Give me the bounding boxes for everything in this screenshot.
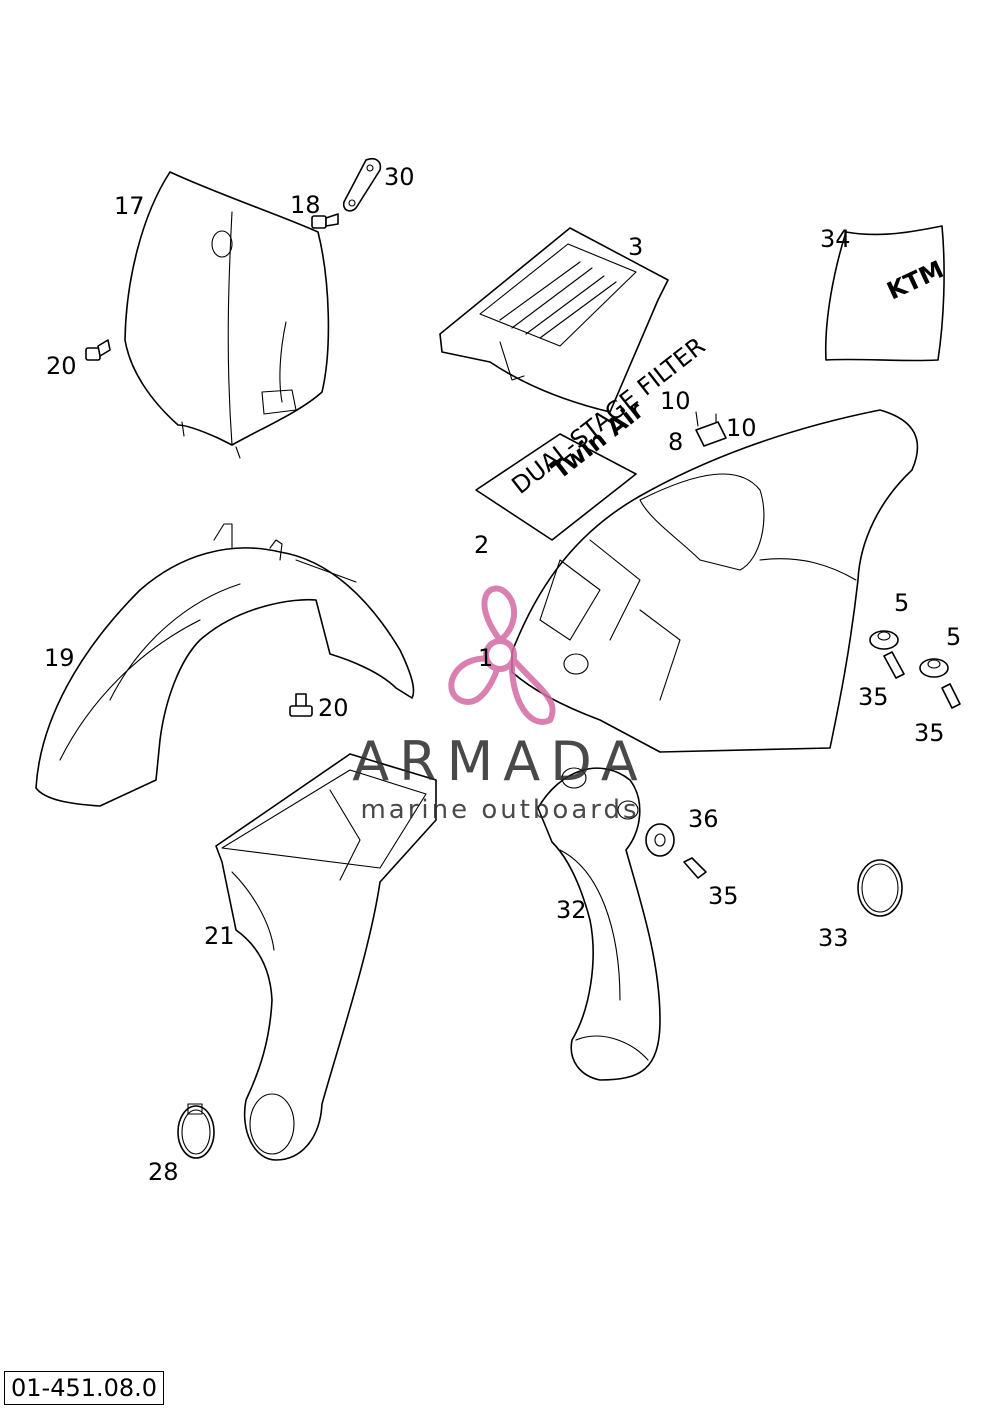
part-17-number-plate — [124, 171, 330, 459]
part-32-air-duct — [537, 767, 661, 1081]
callout-33: 33 — [818, 924, 849, 952]
part-30-bracket — [342, 157, 382, 212]
callout-3: 3 — [628, 233, 643, 261]
part-36-washer — [645, 823, 675, 857]
callout-30: 30 — [384, 163, 415, 191]
part-33-clamp — [857, 859, 903, 917]
callout-8: 8 — [668, 428, 683, 456]
callout-35-right: 35 — [914, 719, 945, 747]
callout-34: 34 — [820, 225, 851, 253]
part-28-hose-clamp — [177, 1103, 215, 1159]
callout-35-lower: 35 — [708, 882, 739, 910]
callout-10-left: 10 — [660, 387, 691, 415]
callout-21: 21 — [204, 922, 235, 950]
callout-19: 19 — [44, 644, 75, 672]
callout-1: 1 — [478, 644, 493, 672]
part-3-airbox-cover — [439, 227, 669, 413]
callout-5-left: 5 — [894, 589, 909, 617]
watermark-brand: ARMADA — [352, 730, 648, 793]
part-19-front-fender — [35, 523, 415, 807]
part-1-rear-fender — [511, 409, 919, 753]
part-35-screws — [683, 651, 961, 879]
diagram-reference-number: 01-451.08.0 — [4, 1371, 165, 1405]
callout-labels: 17 18 30 3 34 20 10 10 8 2 19 1 5 5 35 3… — [44, 163, 961, 1186]
callout-35-left: 35 — [858, 683, 889, 711]
callout-17: 17 — [114, 192, 145, 220]
part-5-grommets — [869, 630, 949, 678]
armada-watermark: ARMADA marine outboards — [352, 585, 648, 825]
part-8-clip — [695, 421, 727, 447]
callout-32: 32 — [556, 896, 587, 924]
part-21-intake-boot — [215, 753, 437, 1161]
callout-36: 36 — [688, 805, 719, 833]
callout-18: 18 — [290, 191, 321, 219]
part-20-screw-bottom — [289, 693, 313, 717]
part-34-ktm-decal: KTM — [824, 225, 948, 362]
callout-2: 2 — [474, 531, 489, 559]
callout-28: 28 — [148, 1158, 179, 1186]
callout-20-bottom: 20 — [318, 694, 349, 722]
propeller-logo — [448, 585, 556, 725]
callout-20-top: 20 — [46, 352, 77, 380]
callout-5-right: 5 — [946, 623, 961, 651]
watermark-tagline: marine outboards — [360, 795, 639, 825]
callout-10-right: 10 — [726, 414, 757, 442]
part-20-screw-top — [85, 339, 111, 361]
part-18-screw — [311, 213, 339, 229]
